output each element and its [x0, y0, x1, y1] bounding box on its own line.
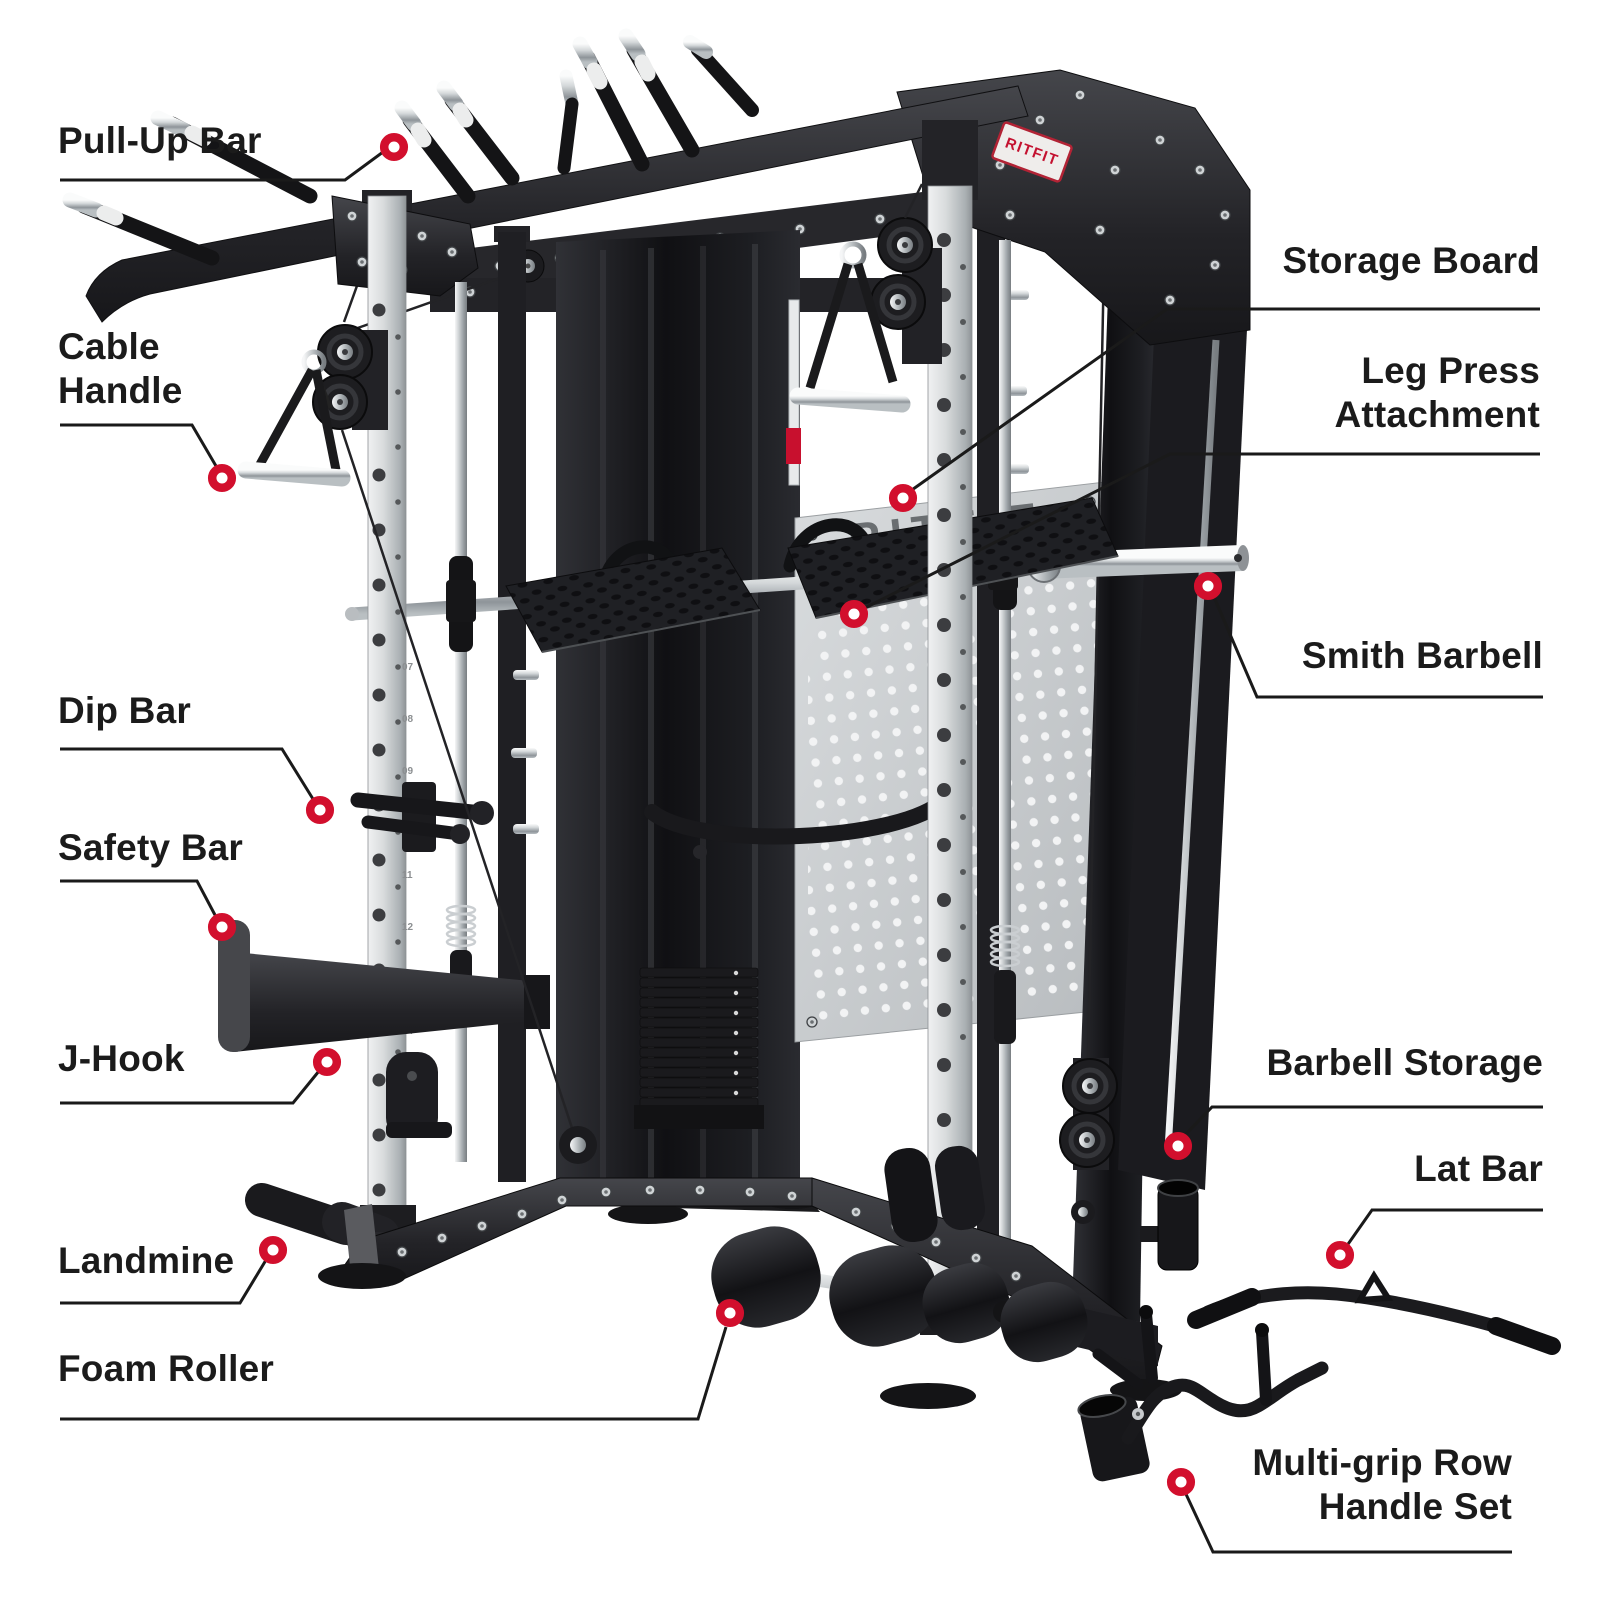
leader-line-cable-handle	[60, 423, 218, 467]
svg-text:08: 08	[402, 714, 414, 725]
brand-badge: RITFIT	[991, 121, 1073, 183]
marker-dip-bar	[305, 795, 335, 825]
label-storage-board: Storage Board	[1282, 240, 1540, 281]
label-j-hook: J-Hook	[58, 1038, 185, 1079]
leader-line-landmine	[60, 1259, 268, 1305]
marker-lat-bar	[1325, 1240, 1355, 1270]
right-cable-handle	[789, 241, 911, 413]
marker-foam-roller	[715, 1298, 745, 1328]
marker-barbell-storage	[1163, 1131, 1193, 1161]
dip-bar-graphic	[350, 782, 494, 852]
marker-safety-bar	[207, 912, 237, 942]
right-lat-tower	[1060, 123, 1250, 1322]
leader-line-safety-bar	[60, 879, 217, 916]
label-lat-bar: Lat Bar	[1414, 1148, 1543, 1189]
barbell-storage-graphic	[1140, 1179, 1199, 1271]
label-foam-roller: Foam Roller	[58, 1348, 275, 1389]
leader-line-storage-board	[908, 307, 1540, 494]
weight-plates	[639, 967, 759, 1108]
svg-text:07: 07	[402, 662, 414, 673]
rear-left-column	[494, 226, 539, 1182]
marker-landmine	[258, 1235, 288, 1265]
j-hook-graphic	[386, 1052, 452, 1138]
marker-j-hook	[312, 1047, 342, 1077]
svg-text:11: 11	[402, 870, 413, 881]
knee-pads	[884, 1145, 986, 1243]
leader-line-multi-grip	[1183, 1491, 1512, 1554]
leader-line-pull-up-bar	[60, 150, 384, 182]
lat-bar-graphic	[1187, 1270, 1561, 1355]
label-barbell-storage: Barbell Storage	[1266, 1042, 1543, 1083]
right-pulley-carriage	[871, 183, 942, 364]
cable-handle-graphic	[237, 349, 351, 487]
marker-cable-handle	[207, 463, 237, 493]
leader-line-foam-roller	[60, 1326, 728, 1421]
marker-leg-press	[839, 599, 869, 629]
leader-line-lat-bar	[1344, 1208, 1543, 1248]
svg-text:12: 12	[402, 922, 414, 933]
label-dip-bar: Dip Bar	[58, 690, 191, 731]
cable-tower	[556, 230, 800, 1196]
marker-storage-board	[888, 483, 918, 513]
leader-line-leg-press	[860, 452, 1540, 612]
label-cable-handle: Cable Handle	[58, 326, 183, 411]
label-leg-press: Leg Press Attachment	[1334, 350, 1540, 435]
leader-line-j-hook	[60, 1070, 321, 1105]
leader-line-barbell-storage	[1182, 1105, 1543, 1138]
foam-roller-graphic	[711, 1226, 1088, 1363]
marker-smith-barbell	[1193, 571, 1223, 601]
label-landmine: Landmine	[58, 1240, 235, 1281]
label-pull-up-bar: Pull-Up Bar	[58, 120, 262, 161]
left-pulley-carriage	[313, 325, 574, 1129]
marker-multi-grip	[1166, 1467, 1196, 1497]
leader-line-smith-barbell	[1212, 596, 1543, 699]
label-multi-grip: Multi-grip Row Handle Set	[1252, 1442, 1512, 1527]
callout-overlay	[60, 132, 1543, 1554]
marker-pull-up-bar	[379, 132, 409, 162]
warning-sticker	[786, 428, 801, 464]
svg-text:09: 09	[402, 766, 414, 777]
label-smith-barbell: Smith Barbell	[1301, 635, 1543, 676]
multi-grip-row-handle-graphic	[1077, 1305, 1329, 1482]
leader-line-dip-bar	[60, 747, 315, 800]
pull-up-bar-graphic	[62, 28, 1029, 323]
label-safety-bar: Safety Bar	[58, 827, 244, 868]
